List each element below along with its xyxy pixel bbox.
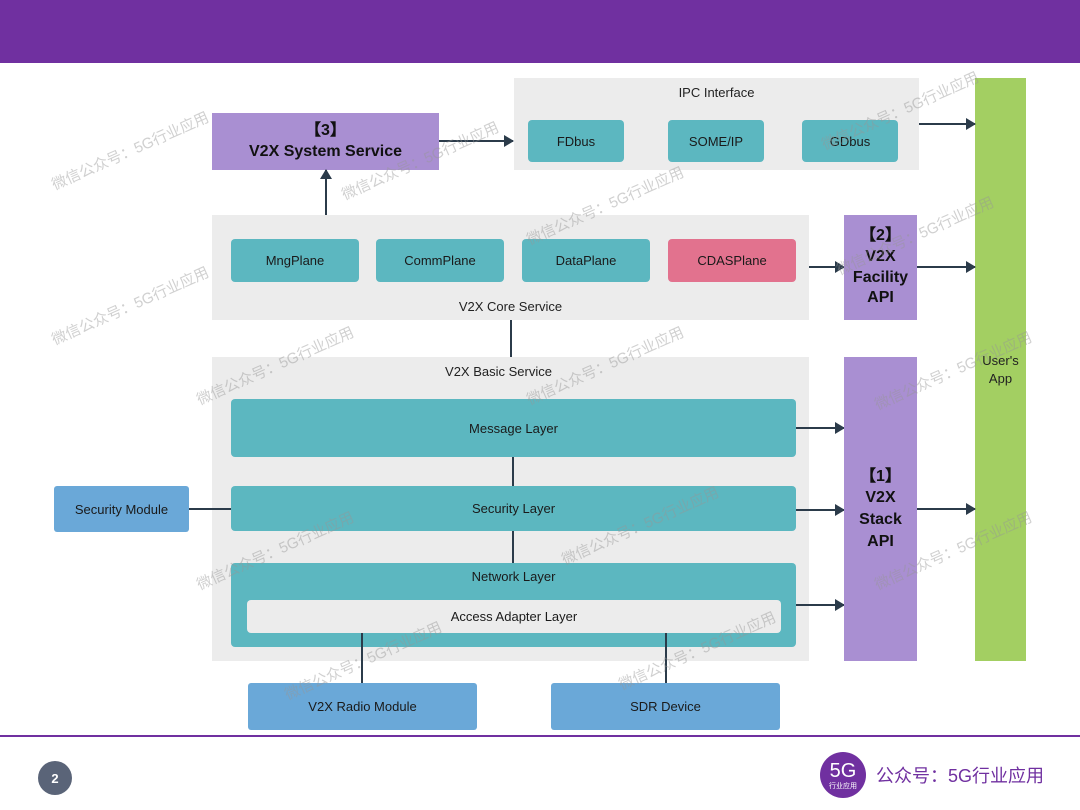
users-app-label: User's App (975, 352, 1026, 388)
v2x-stack-api-box: 【1】 V2X Stack API (844, 357, 917, 661)
security-layer-box: Security Layer (231, 486, 796, 531)
stack-api-stack: Stack (859, 511, 902, 528)
stack-api-v2x: V2X (865, 489, 896, 507)
v2x-radio-module-box: V2X Radio Module (248, 683, 477, 730)
gdbus-box: GDbus (802, 120, 898, 162)
someip-box: SOME/IP (668, 120, 764, 162)
arrow-facility-to-app (917, 261, 976, 273)
connector-core-to-basic (510, 320, 512, 357)
watermark: 微信公众号：5G行业应用 (49, 264, 212, 349)
mngplane-box: MngPlane (231, 239, 359, 282)
ipc-interface-title: IPC Interface (678, 85, 755, 100)
brand-logo: 5G 行业应用 (820, 752, 866, 798)
access-adapter-layer-box: Access Adapter Layer (247, 600, 781, 633)
connector-message-to-security (512, 457, 514, 486)
arrow-stack-to-app (917, 503, 976, 515)
core-service-title: V2X Core Service (458, 299, 563, 314)
system-service-label: V2X System Service (249, 142, 402, 160)
ipc-interface-panel: IPC Interface FDbus SOME/IP GDbus (514, 78, 919, 170)
connector-radio-module (361, 633, 363, 683)
stack-api-number: 【1】 (860, 467, 901, 485)
connector-security-module (189, 508, 231, 510)
commplane-box: CommPlane (376, 239, 504, 282)
v2x-core-service-panel: MngPlane CommPlane DataPlane CDASPlane V… (212, 215, 809, 320)
sdr-device-box: SDR Device (551, 683, 780, 730)
arrow-core-to-facility (809, 261, 845, 273)
facility-api-api: API (867, 289, 894, 307)
users-app-box: User's App (975, 78, 1026, 661)
arrow-security-to-stack (796, 504, 845, 516)
fdbus-box: FDbus (528, 120, 624, 162)
facility-api-v2x: V2X (865, 247, 896, 265)
arrow-network-to-stack (796, 599, 845, 611)
watermark: 微信公众号：5G行业应用 (49, 109, 212, 194)
logo-subtitle: 行业应用 (829, 782, 857, 790)
arrow-message-to-stack (796, 422, 845, 434)
page-number: 2 (38, 761, 72, 795)
logo-5g: 5G (829, 759, 857, 782)
users-app-line1: User's (982, 353, 1019, 368)
system-service-number: 【3】 (305, 121, 346, 139)
arrow-core-to-system (320, 169, 332, 215)
arrow-system-to-ipc (439, 135, 514, 147)
network-layer-label: Network Layer (471, 569, 556, 584)
cdasplane-box: CDASPlane (668, 239, 796, 282)
facility-api-facility: Facility (852, 268, 909, 286)
connector-security-to-network (512, 531, 514, 563)
v2x-facility-api-box: 【2】 V2X Facility API (844, 215, 917, 320)
basic-service-title: V2X Basic Service (445, 364, 552, 379)
brand-text: 公众号：5G行业应用 (876, 766, 1045, 786)
facility-api-number: 【2】 (860, 226, 901, 244)
footer-divider (0, 735, 1080, 737)
v2x-system-service-box: 【3】 V2X System Service (212, 113, 439, 170)
dataplane-box: DataPlane (522, 239, 650, 282)
security-module-box: Security Module (54, 486, 189, 532)
stack-api-api: API (867, 532, 894, 550)
header-bar (0, 0, 1080, 63)
v2x-basic-service-panel: V2X Basic Service Message Layer Security… (212, 357, 809, 661)
users-app-line2: App (988, 371, 1013, 387)
connector-sdr-device (665, 633, 667, 683)
arrow-ipc-to-app (919, 118, 976, 130)
message-layer-box: Message Layer (231, 399, 796, 457)
